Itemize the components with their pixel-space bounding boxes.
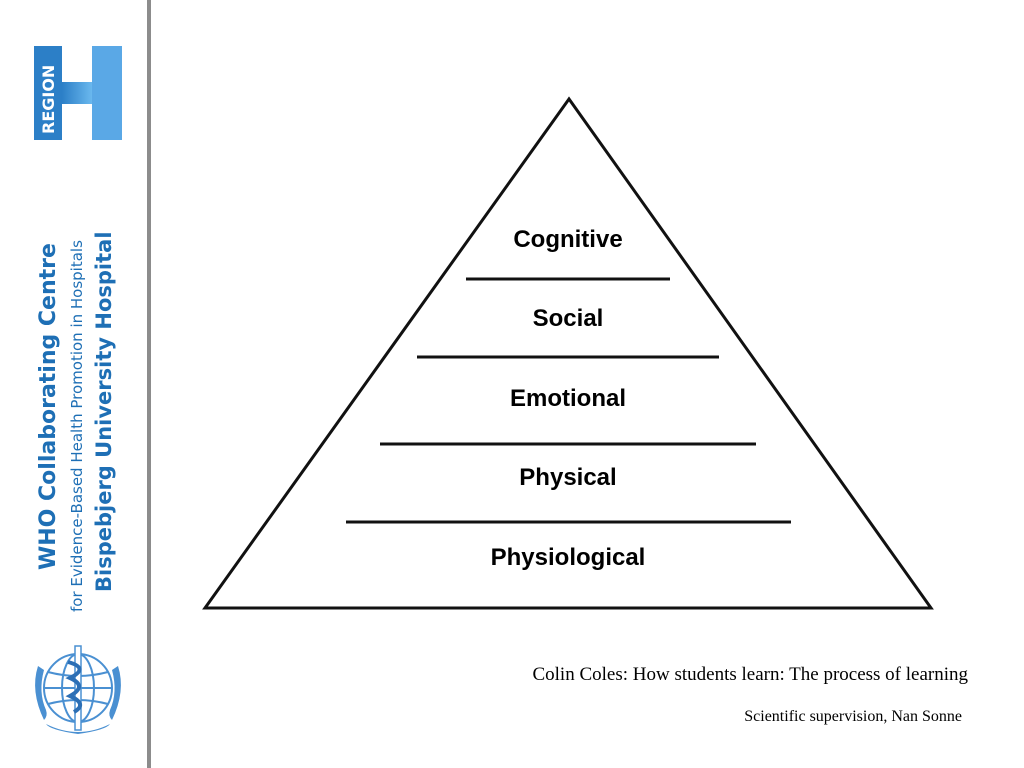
level-cognitive: Cognitive bbox=[513, 226, 622, 253]
pyramid-outline bbox=[202, 96, 934, 610]
org-name: WHO Collaborating Centre bbox=[36, 243, 61, 570]
level-social: Social bbox=[533, 305, 604, 332]
org-subtitle: for Evidence-Based Health Promotion in H… bbox=[68, 240, 86, 612]
sidebar-divider bbox=[147, 0, 151, 768]
supervision-caption: Scientific supervision, Nan Sonne bbox=[744, 708, 962, 725]
source-caption: Colin Coles: How students learn: The pro… bbox=[532, 664, 968, 685]
learning-pyramid: Cognitive Social Emotional Physical Phys… bbox=[202, 96, 934, 610]
hospital-name: Bispebjerg University Hospital bbox=[92, 231, 116, 592]
who-emblem-icon bbox=[35, 645, 121, 734]
level-physiological: Physiological bbox=[491, 544, 646, 571]
region-logo-text: REGION bbox=[39, 65, 58, 134]
level-physical: Physical bbox=[519, 464, 616, 491]
sidebar: REGION WHO Collaborating Centre for Evid… bbox=[0, 0, 152, 768]
level-emotional: Emotional bbox=[510, 385, 626, 412]
region-h-logo: REGION bbox=[34, 46, 122, 140]
